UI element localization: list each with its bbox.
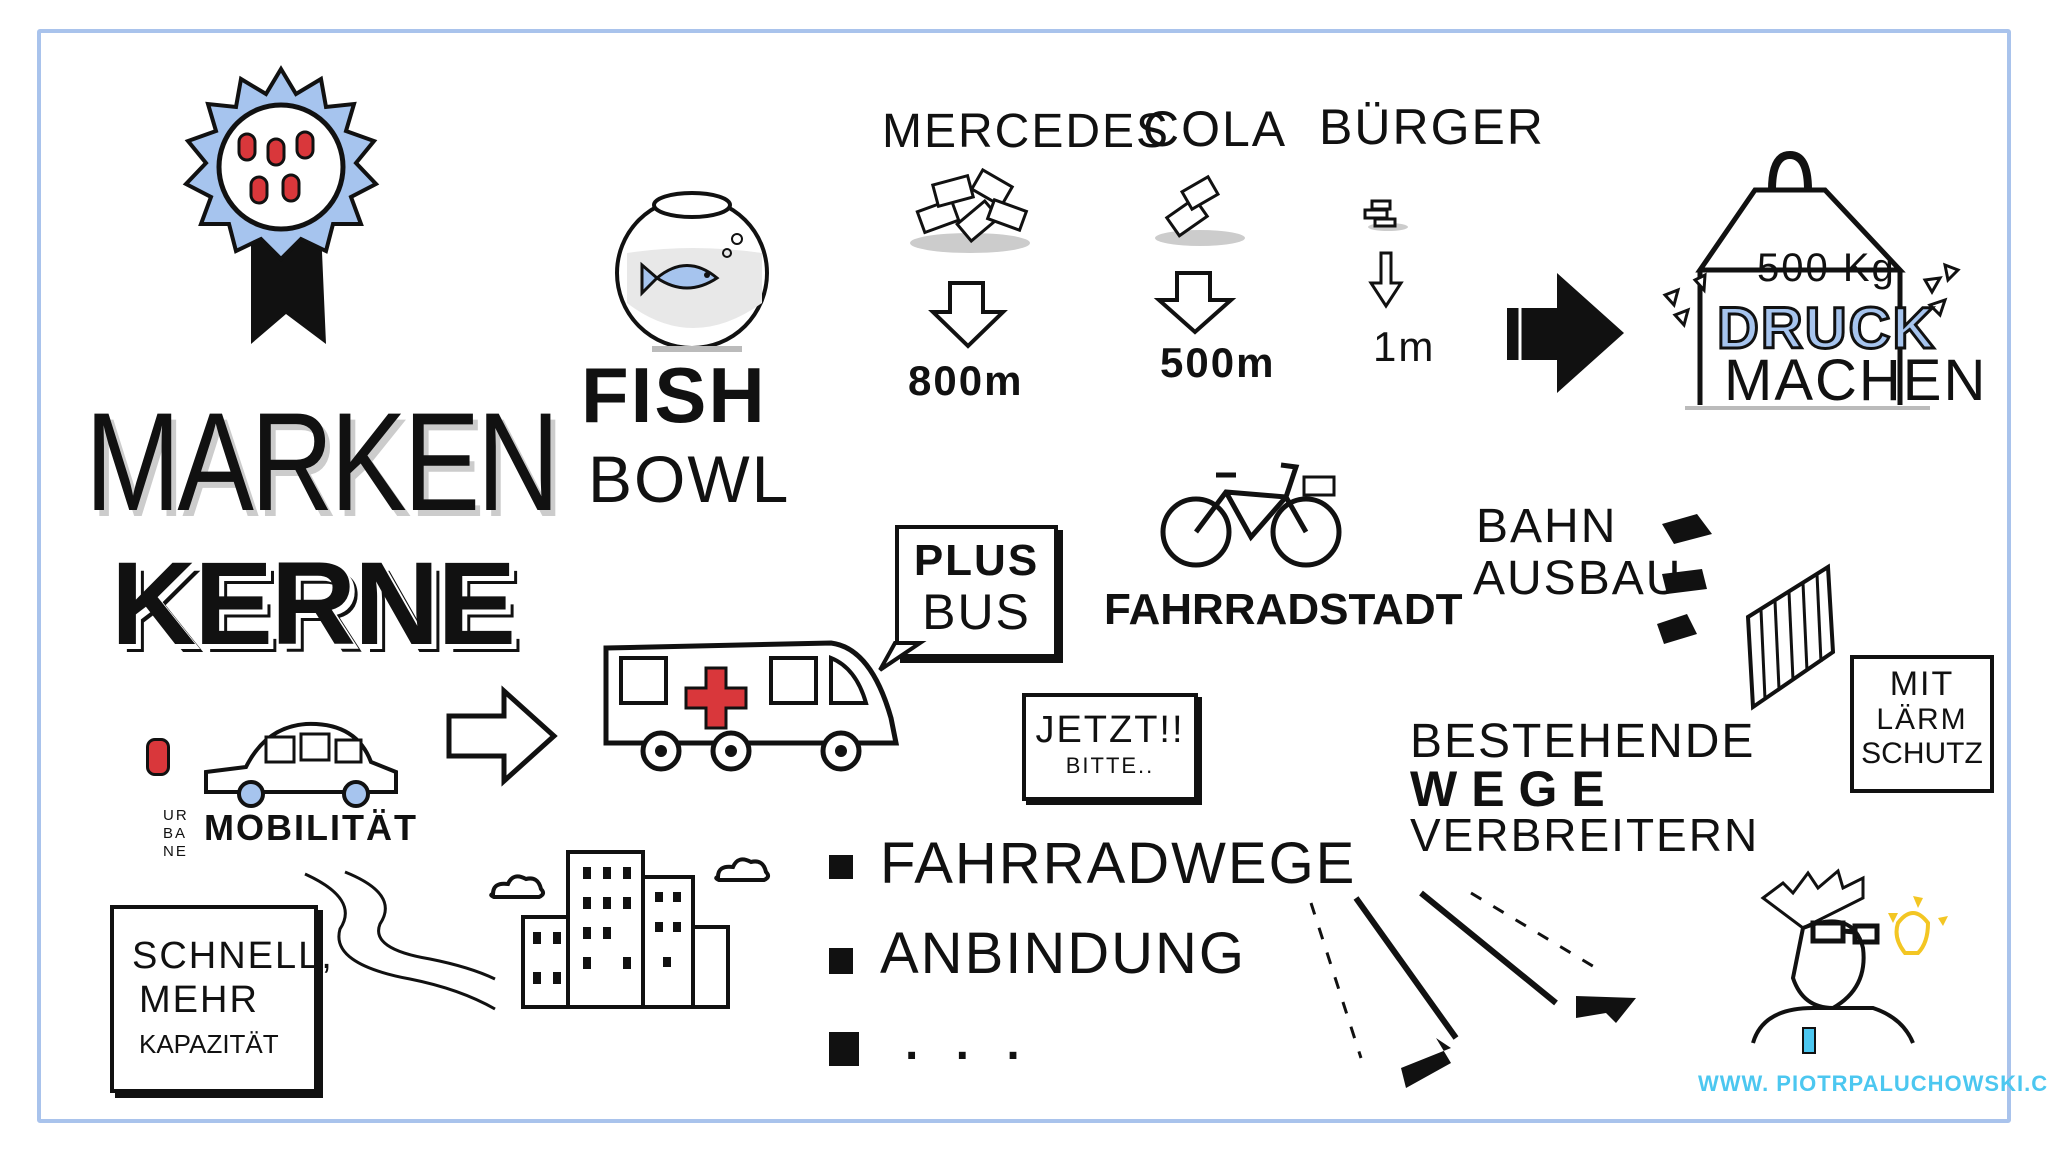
plus-label: PLUS <box>913 536 1040 585</box>
rail-line2: AUSBAU <box>1473 552 1683 605</box>
bubble-tail-icon <box>878 641 927 672</box>
weight-icon <box>1662 150 1961 410</box>
plus-bus-bubble: PLUS BUS <box>895 525 1058 658</box>
money-stack-medium-icon <box>1155 174 1245 246</box>
brand-mercedes: MERCEDES <box>882 105 1171 158</box>
arrow-down-small-icon <box>1368 251 1404 309</box>
fast-capacity-note: SCHNELL, MEHR KAPAZITÄT <box>110 905 334 1093</box>
bullet-marker <box>829 1032 859 1066</box>
fishbowl-icon <box>615 191 769 352</box>
bus-label: BUS <box>922 584 1031 640</box>
car-icon <box>204 721 398 808</box>
award-rosette-icon <box>182 65 380 344</box>
fast-line2: MEHR <box>139 979 259 1021</box>
weight-label: 500 Kg <box>1757 246 1896 290</box>
bullet-marker <box>829 855 853 879</box>
urgent-line1: JETZT!! <box>1035 709 1185 751</box>
noise-line3: SCHUTZ <box>1861 737 1983 770</box>
title-marken: MARKEN <box>85 383 560 540</box>
city-skyline-icon <box>489 850 771 1009</box>
bullet-marker <box>829 948 853 974</box>
paths-line2: WEGE <box>1410 761 1619 817</box>
paths-line1: BESTEHENDE <box>1410 715 1756 768</box>
mobility-label: MOBILITÄT <box>204 807 418 848</box>
noise-line2: LÄRM <box>1876 703 1968 736</box>
fast-line3: KAPAZITÄT <box>139 1029 279 1059</box>
urgent-note: JETZT!! BITTE.. <box>1022 693 1198 801</box>
noise-line1: MIT <box>1889 665 1955 703</box>
urban-prefix-3: NE <box>163 843 188 860</box>
rail-line1: BAHN <box>1476 500 1618 553</box>
widened-road-icon <box>1309 890 1636 1088</box>
arrow-right-outline-icon <box>446 685 558 787</box>
value-mercedes: 800m <box>908 357 1024 404</box>
noise-protection-note: MIT LÄRM SCHUTZ <box>1850 655 1994 793</box>
brand-buerger: BÜRGER <box>1319 99 1545 155</box>
credit-url[interactable]: WWW. PIOTRPALUCHOWSKI.COM <box>1698 1071 2048 1096</box>
bicycle-icon <box>1160 462 1342 568</box>
arrow-right-bold-icon <box>1507 273 1624 393</box>
ambulance-bus-icon <box>603 640 900 772</box>
bowl-label: BOWL <box>588 442 791 516</box>
bullet-item-more: . . . <box>905 1017 1032 1070</box>
bullet-item-connection: ANBINDUNG <box>880 921 1247 986</box>
urban-prefix-1: UR <box>163 807 189 824</box>
bullet-item-bike-paths: FAHRRADWEGE <box>880 831 1357 896</box>
artist-avatar-icon <box>1751 868 1948 1054</box>
bike-city-label: FAHRRADSTADT <box>1104 585 1463 634</box>
fast-line1: SCHNELL, <box>132 935 334 977</box>
value-cola: 500m <box>1160 339 1276 386</box>
red-pin-icon <box>146 738 170 776</box>
river-icon <box>304 870 496 1011</box>
urgent-line2: BITTE.. <box>1065 753 1155 778</box>
arrow-down-medium-icon <box>1153 271 1237 335</box>
urban-prefix-2: BA <box>163 825 188 842</box>
money-stack-small-icon <box>1363 199 1408 231</box>
noise-barrier-icon <box>1745 563 1836 711</box>
money-stack-large-icon <box>910 167 1030 253</box>
value-buerger: 1m <box>1373 323 1436 370</box>
machen-label: MACHEN <box>1724 348 1988 413</box>
page-frame <box>37 29 2011 1123</box>
title-kerne: KERNE <box>111 538 516 670</box>
druck-label: DRUCK <box>1715 296 1937 361</box>
paths-line3: VERBREITERN <box>1410 809 1760 861</box>
arrow-down-large-icon <box>928 281 1008 349</box>
fish-label: FISH <box>581 351 767 439</box>
rail-sleepers-icon <box>1657 514 1712 644</box>
brand-cola: COLA <box>1143 101 1288 157</box>
